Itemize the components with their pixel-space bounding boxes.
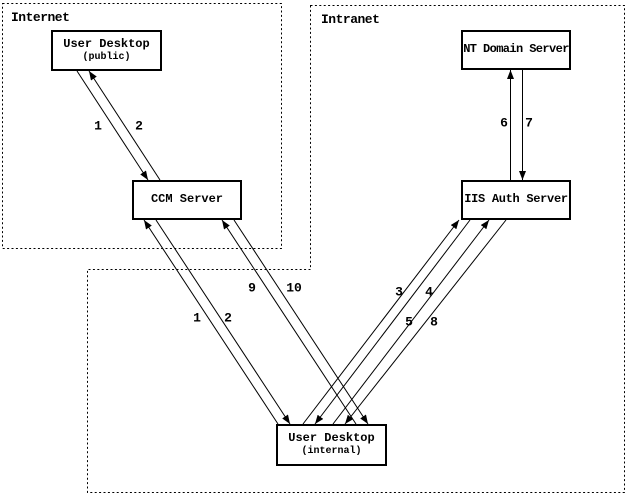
node-ccm-server: CCM Server	[132, 180, 242, 220]
edge-line-2-ccm-to-internal-desktop	[155, 219, 291, 425]
node-nt-domain-server: NT Domain Server	[461, 30, 571, 70]
edge-line-2-ccm-to-public-desktop	[88, 70, 161, 181]
node-subtitle: (internal)	[301, 446, 362, 458]
node-subtitle: (public)	[82, 51, 131, 63]
edge-label-5-internal-iis: 5	[405, 314, 413, 330]
edge-line-5-internal-desktop-to-iis	[332, 219, 490, 425]
edge-line-4-iis-to-internal-desktop	[314, 219, 471, 425]
edge-line-10-ccm-to-internal-desktop	[233, 219, 369, 425]
node-title: User Desktop	[288, 431, 375, 446]
edge-label-8-iis-internal: 8	[430, 314, 438, 330]
node-title: CCM Server	[150, 192, 223, 207]
edge-label-6-iis-nt: 6	[500, 115, 508, 131]
edge-line-1-internal-desktop-to-ccm	[143, 219, 279, 425]
edge-line-1-public-desktop-to-ccm	[76, 70, 149, 181]
node-iis-auth-server: IIS Auth Server	[461, 180, 571, 220]
node-title: User Desktop	[63, 36, 150, 51]
node-title: NT Domain Server	[463, 42, 569, 57]
edge-label-3-internal-iis: 3	[395, 284, 403, 300]
internet-region-label: Internet	[11, 10, 70, 25]
edge-line-9-internal-desktop-to-ccm	[221, 219, 357, 425]
edge-label-4-iis-internal: 4	[425, 284, 433, 300]
node-title: IIS Auth Server	[464, 192, 568, 207]
edge-label-1-public-ccm: 1	[94, 118, 102, 134]
edge-label-7-nt-iis: 7	[525, 115, 533, 131]
intranet-region-border	[87, 5, 625, 493]
edge-label-2-ccm-public: 2	[135, 118, 143, 134]
edge-line-3-internal-desktop-to-iis	[302, 219, 460, 425]
edge-label-2-ccm-internal: 2	[224, 310, 232, 326]
node-user-desktop-internal: User Desktop (internal)	[276, 424, 387, 466]
edge-label-1-internal-ccm: 1	[193, 310, 201, 326]
edge-label-10-ccm-internal: 10	[286, 280, 302, 296]
internet-region-border	[2, 3, 282, 249]
edge-line-8-iis-to-internal-desktop	[344, 219, 507, 425]
intranet-region-label: Intranet	[321, 12, 380, 27]
edge-label-9-internal-ccm: 9	[248, 280, 256, 296]
node-user-desktop-public: User Desktop (public)	[51, 30, 162, 71]
